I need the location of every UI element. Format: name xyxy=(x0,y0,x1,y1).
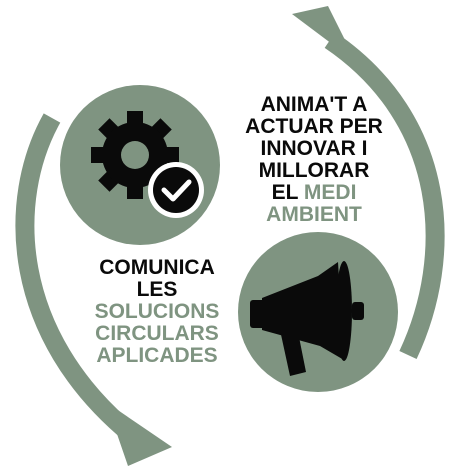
top-text-line-2: ACTUAR PER xyxy=(245,115,383,138)
bottom-text-line-1: COMUNICA xyxy=(99,256,215,279)
bottom-text-line-3: SOLUCIONS xyxy=(94,300,220,323)
call-to-action-text: ANIMA'T A ACTUAR PER INNOVAR I MILLORAR … xyxy=(234,94,394,226)
left-arrow-head-icon xyxy=(106,402,172,466)
bottom-text-line-5: APLICADES xyxy=(96,344,218,367)
top-text-line-6: AMBIENT xyxy=(266,203,362,226)
communicate-text: COMUNICA LES SOLUCIONS CIRCULARS APLICAD… xyxy=(72,257,242,367)
top-text-line-3: INNOVAR I xyxy=(260,137,368,160)
gear-circle xyxy=(60,85,220,245)
right-cycle-arrow xyxy=(324,32,445,360)
right-arrow-head-icon xyxy=(292,6,356,62)
top-text-line-5-accent: MEDI xyxy=(303,181,357,204)
bottom-text-line-4: CIRCULARS xyxy=(95,322,219,345)
top-text-line-1: ANIMA'T A xyxy=(260,93,368,116)
bottom-text-line-2: LES xyxy=(136,278,178,301)
left-cycle-arrow xyxy=(15,113,139,443)
megaphone-icon xyxy=(250,261,364,376)
top-text-line-5-black: EL xyxy=(271,181,299,204)
top-text-line-4: MILLORAR xyxy=(258,159,370,182)
top-text-line-5: EL MEDI xyxy=(234,182,394,204)
checkmark-badge-icon xyxy=(148,162,204,218)
megaphone-circle xyxy=(238,232,398,392)
